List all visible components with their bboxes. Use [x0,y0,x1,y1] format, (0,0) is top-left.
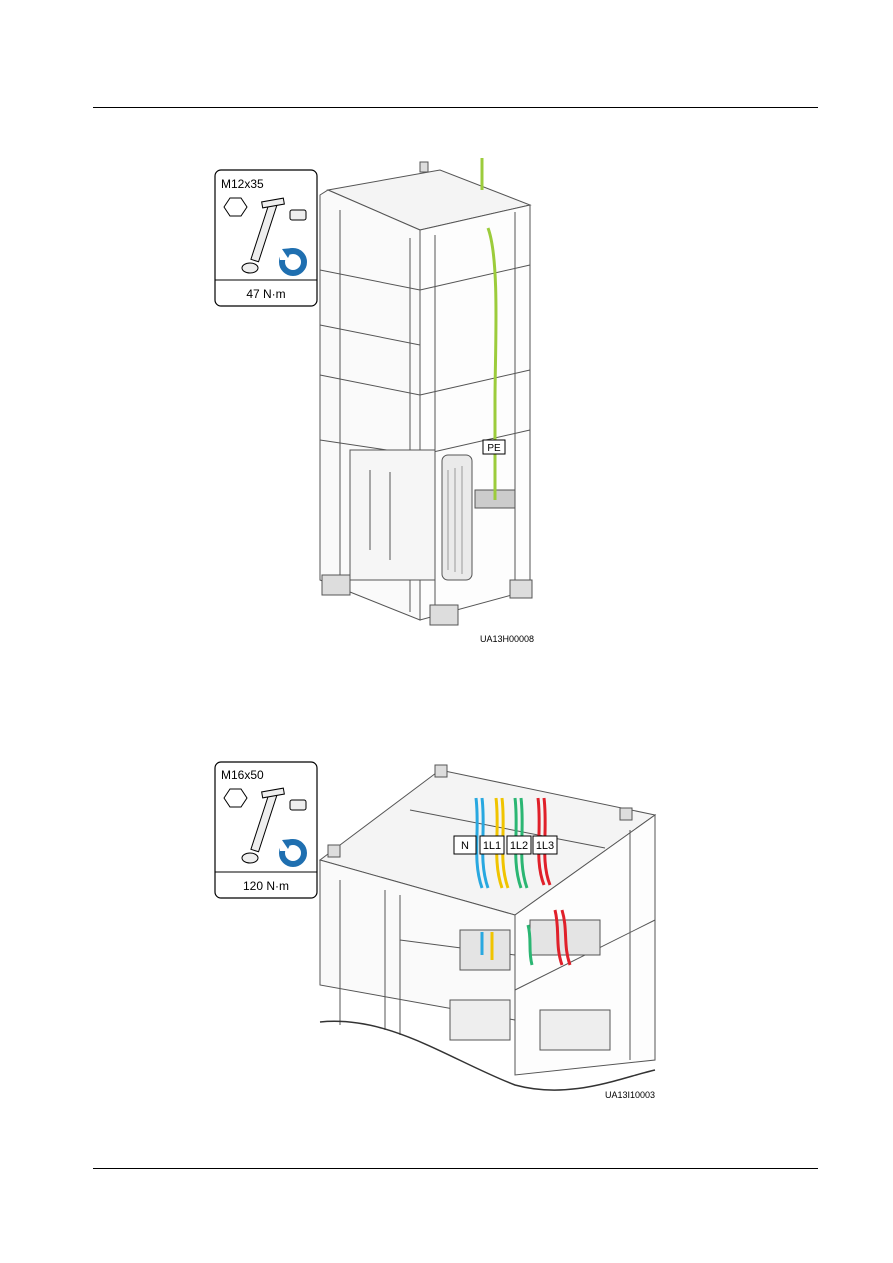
cable-label-1l2: 1L2 [506,835,532,855]
hex-bolt-icon [223,788,248,808]
figure-code: UA13I10003 [605,1090,655,1100]
bolt-size: M12x35 [221,177,264,191]
bolt-size: M16x50 [221,768,264,782]
torque-value: 47 N·m [246,287,285,301]
figure-code: UA13H00008 [480,634,534,644]
ups-cabinet-top-drawing [318,764,657,1091]
ups-cabinet-drawing [319,161,533,626]
socket-wrench-icon [241,197,307,274]
header-rule [93,107,818,108]
pe-cable [480,158,498,500]
svg-text:N: N [461,840,469,852]
footer-rule [93,1168,818,1169]
torque-value: 120 N·m [243,879,289,893]
pe-cable-label: PE [482,439,506,455]
figure-input-cables: M16x50 120 N·m [214,761,657,1100]
tool-callout-box: M16x50 120 N·m [214,761,318,899]
tool-callout-box: M12x35 47 N·m [214,169,318,307]
cable-label-1l1: 1L1 [479,835,505,855]
svg-text:1L3: 1L3 [536,840,554,852]
hex-bolt-icon [223,197,248,217]
rotate-clockwise-icon [279,248,307,276]
socket-wrench-icon [241,787,307,864]
svg-text:PE: PE [487,443,501,454]
svg-text:1L2: 1L2 [510,840,528,852]
figure-pe-cable: M12x35 47 N·m [214,158,534,644]
svg-text:1L1: 1L1 [483,840,501,852]
rotate-clockwise-icon [279,839,307,867]
cable-label-1l3: 1L3 [532,835,558,855]
cable-label-n: N [453,835,477,855]
